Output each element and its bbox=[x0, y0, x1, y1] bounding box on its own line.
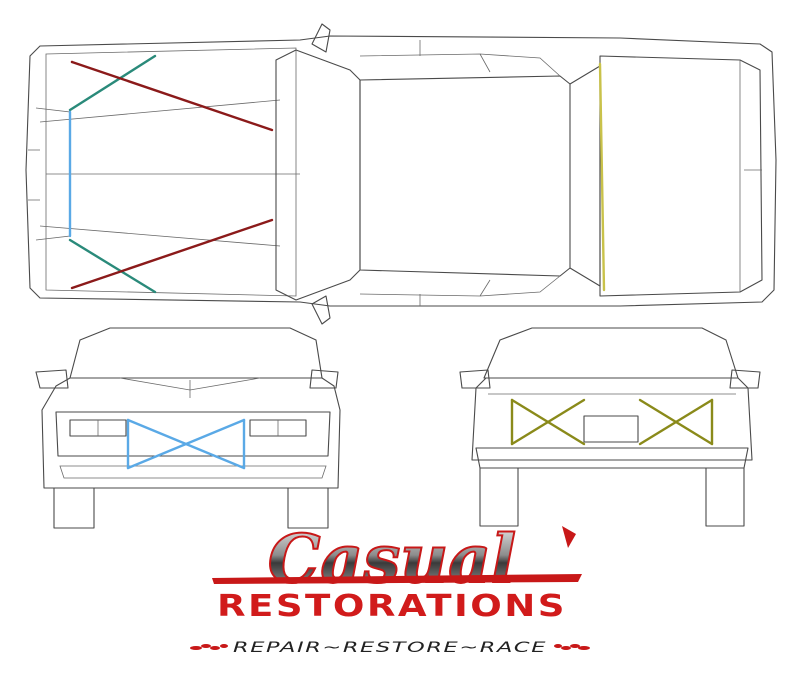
roof bbox=[359, 75, 571, 277]
front-view bbox=[35, 327, 341, 529]
radiator-x-brace bbox=[126, 418, 246, 470]
trunk-lid bbox=[599, 55, 763, 297]
left-laurel-icon bbox=[190, 644, 228, 650]
rear-left-tire bbox=[479, 467, 519, 527]
rear-x-braces bbox=[510, 398, 714, 446]
logo-star-icon bbox=[562, 526, 576, 548]
left-mirror bbox=[311, 23, 331, 53]
logo-swoosh bbox=[212, 574, 582, 584]
right-mirror bbox=[311, 295, 331, 325]
brand-subtitle: RESTORATIONS bbox=[217, 589, 567, 624]
casual-restorations-logo: Casual RESTORATIONS REPAIR~RESTORE~RACE bbox=[190, 519, 590, 656]
front-left-tire bbox=[53, 487, 95, 529]
front-right-tire bbox=[287, 487, 329, 529]
brand-name: Casual bbox=[268, 520, 516, 598]
body-outline bbox=[25, 35, 777, 307]
right-laurel-icon bbox=[554, 644, 590, 650]
top-view bbox=[25, 23, 777, 325]
front-body bbox=[41, 377, 341, 489]
rear-view bbox=[459, 327, 761, 527]
front-strut-braces bbox=[68, 54, 274, 294]
license-plate bbox=[583, 415, 639, 443]
brand-tagline: REPAIR~RESTORE~RACE bbox=[233, 640, 547, 656]
rear-right-tire bbox=[705, 467, 745, 527]
windshield bbox=[275, 49, 361, 301]
rear-firewall-brace bbox=[598, 62, 606, 292]
rear-body bbox=[471, 377, 753, 461]
